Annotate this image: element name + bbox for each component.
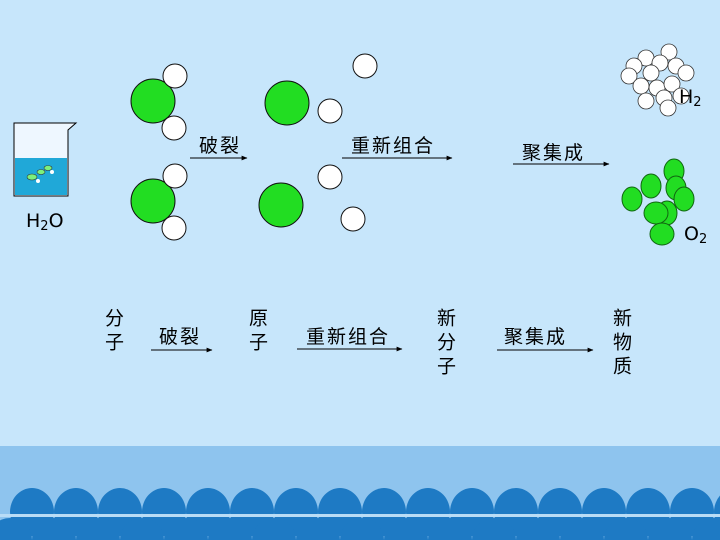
- hydrogen-cluster: [620, 43, 695, 117]
- wave-decoration: [0, 488, 720, 540]
- wave-crest: [384, 518, 428, 540]
- wave-crest: [0, 518, 32, 540]
- wave-crest: [560, 518, 604, 540]
- hydrogen-formula: H2: [679, 86, 702, 110]
- flow-atom: 原子: [246, 308, 268, 356]
- wave-crest: [164, 518, 208, 540]
- wave-crest: [428, 518, 472, 540]
- flow-break: 破裂: [159, 326, 202, 348]
- separated-atoms: [258, 53, 378, 232]
- flow-molecule: 分子: [102, 308, 124, 356]
- wave-crest: [296, 518, 340, 540]
- wave-crest: [692, 518, 720, 540]
- wave-crest: [208, 518, 252, 540]
- wave-line: [0, 514, 720, 517]
- wave-crest: [32, 518, 76, 540]
- label-recombine: 重新组合: [351, 135, 436, 157]
- wave-crest: [120, 518, 164, 540]
- wave-crest: [252, 518, 296, 540]
- flow-recombine: 重新组合: [306, 326, 391, 348]
- label-aggregate: 聚集成: [522, 142, 586, 164]
- flow-new-substance: 新物质: [610, 308, 632, 380]
- oxygen-formula: O2: [684, 223, 708, 247]
- wave-crest: [76, 518, 120, 540]
- water-molecule-lower: [130, 163, 188, 241]
- label-break: 破裂: [199, 135, 242, 157]
- wave-crest: [516, 518, 560, 540]
- wave-crest: [604, 518, 648, 540]
- wave-crest: [472, 518, 516, 540]
- water-formula: H2O: [26, 210, 64, 234]
- flow-new-molecule: 新分子: [434, 308, 456, 380]
- flow-aggregate: 聚集成: [504, 326, 568, 348]
- wave-crest: [648, 518, 692, 540]
- oxygen-cluster: [621, 158, 695, 246]
- water-molecule-upper: [130, 63, 188, 141]
- beaker-icon: [13, 122, 78, 197]
- wave-crest: [340, 518, 384, 540]
